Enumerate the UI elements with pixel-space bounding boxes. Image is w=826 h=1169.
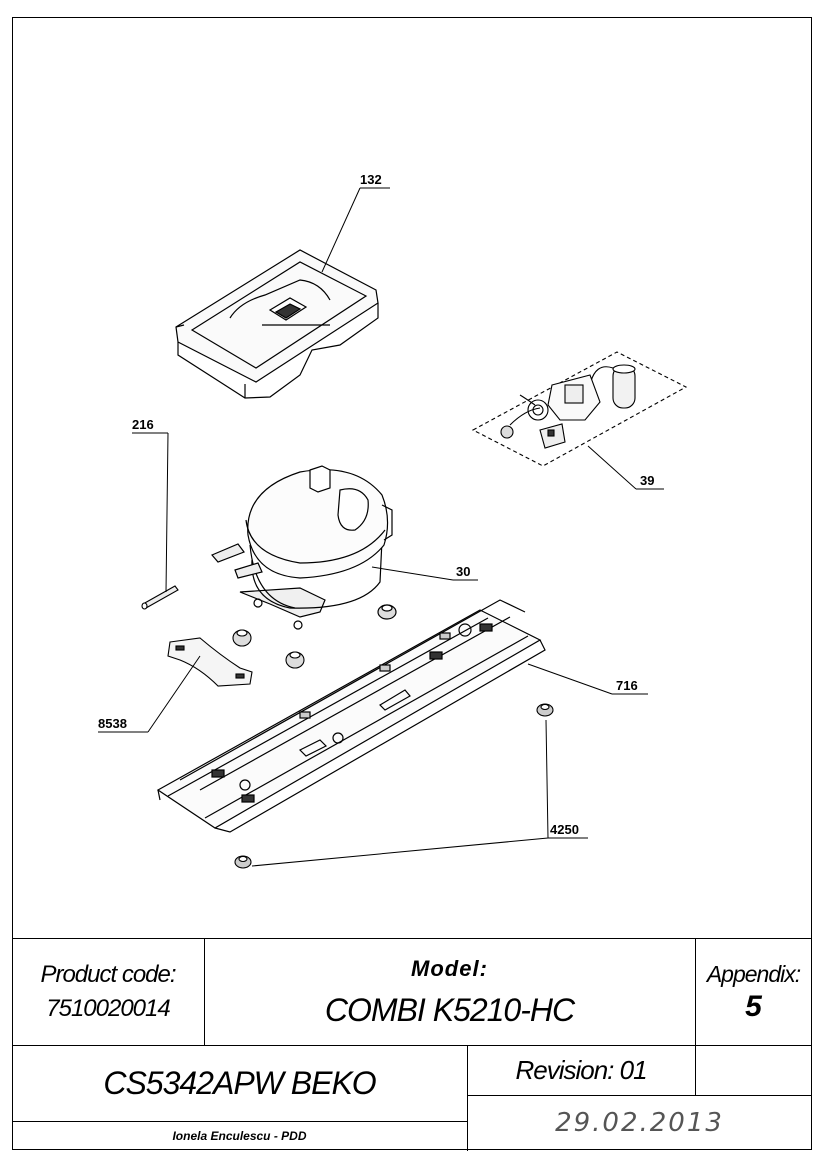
- callout-4250: 4250: [550, 822, 579, 837]
- sku-cell: CS5342APW BEKO: [12, 1045, 467, 1121]
- product-code-label: Product code:: [40, 961, 176, 988]
- drawing-frame: [12, 17, 812, 1150]
- model-value: COMBI K5210-HC: [324, 991, 575, 1028]
- appendix-label: Appendix:: [706, 960, 801, 987]
- model-cell: Model: COMBI K5210-HC: [204, 939, 695, 1045]
- part-4250-grommets: [234, 703, 554, 869]
- part-8538-bracket: [167, 637, 253, 687]
- callout-8538: 8538: [98, 716, 127, 731]
- appendix-value: 5: [745, 989, 762, 1023]
- product-code-cell: Product code: 7510020014: [12, 939, 204, 1045]
- part-716-mounting-rails: [156, 599, 546, 833]
- author-cell: Ionela Enculescu - PDD: [12, 1121, 467, 1151]
- date-value: 29.02.2013: [555, 1108, 724, 1138]
- revision-cell: Revision: 01: [467, 1045, 695, 1095]
- author-value: Ionela Enculescu - PDD: [172, 1129, 307, 1143]
- revision-value: Revision: 01: [515, 1054, 647, 1085]
- callout-132: 132: [360, 172, 382, 187]
- part-132-drip-tray: [175, 249, 379, 399]
- part-30-compressor: [211, 465, 397, 630]
- leader-lines: [98, 187, 664, 867]
- product-code-value: 7510020014: [46, 995, 170, 1022]
- callout-30: 30: [456, 564, 470, 579]
- title-block: Product code: 7510020014 Model: COMBI K5…: [12, 938, 812, 1151]
- callout-716: 716: [616, 678, 638, 693]
- part-216-pin: [141, 585, 179, 610]
- callout-216: 216: [132, 417, 154, 432]
- model-label: Model:: [411, 955, 488, 981]
- part-39-electrical-kit: [471, 351, 688, 467]
- appendix-cell: Appendix: 5: [695, 939, 812, 1045]
- sku-value: CS5342APW BEKO: [103, 1064, 376, 1101]
- date-cell: 29.02.2013: [467, 1095, 812, 1151]
- callout-39: 39: [640, 473, 654, 488]
- rubber-grommets: [232, 629, 305, 669]
